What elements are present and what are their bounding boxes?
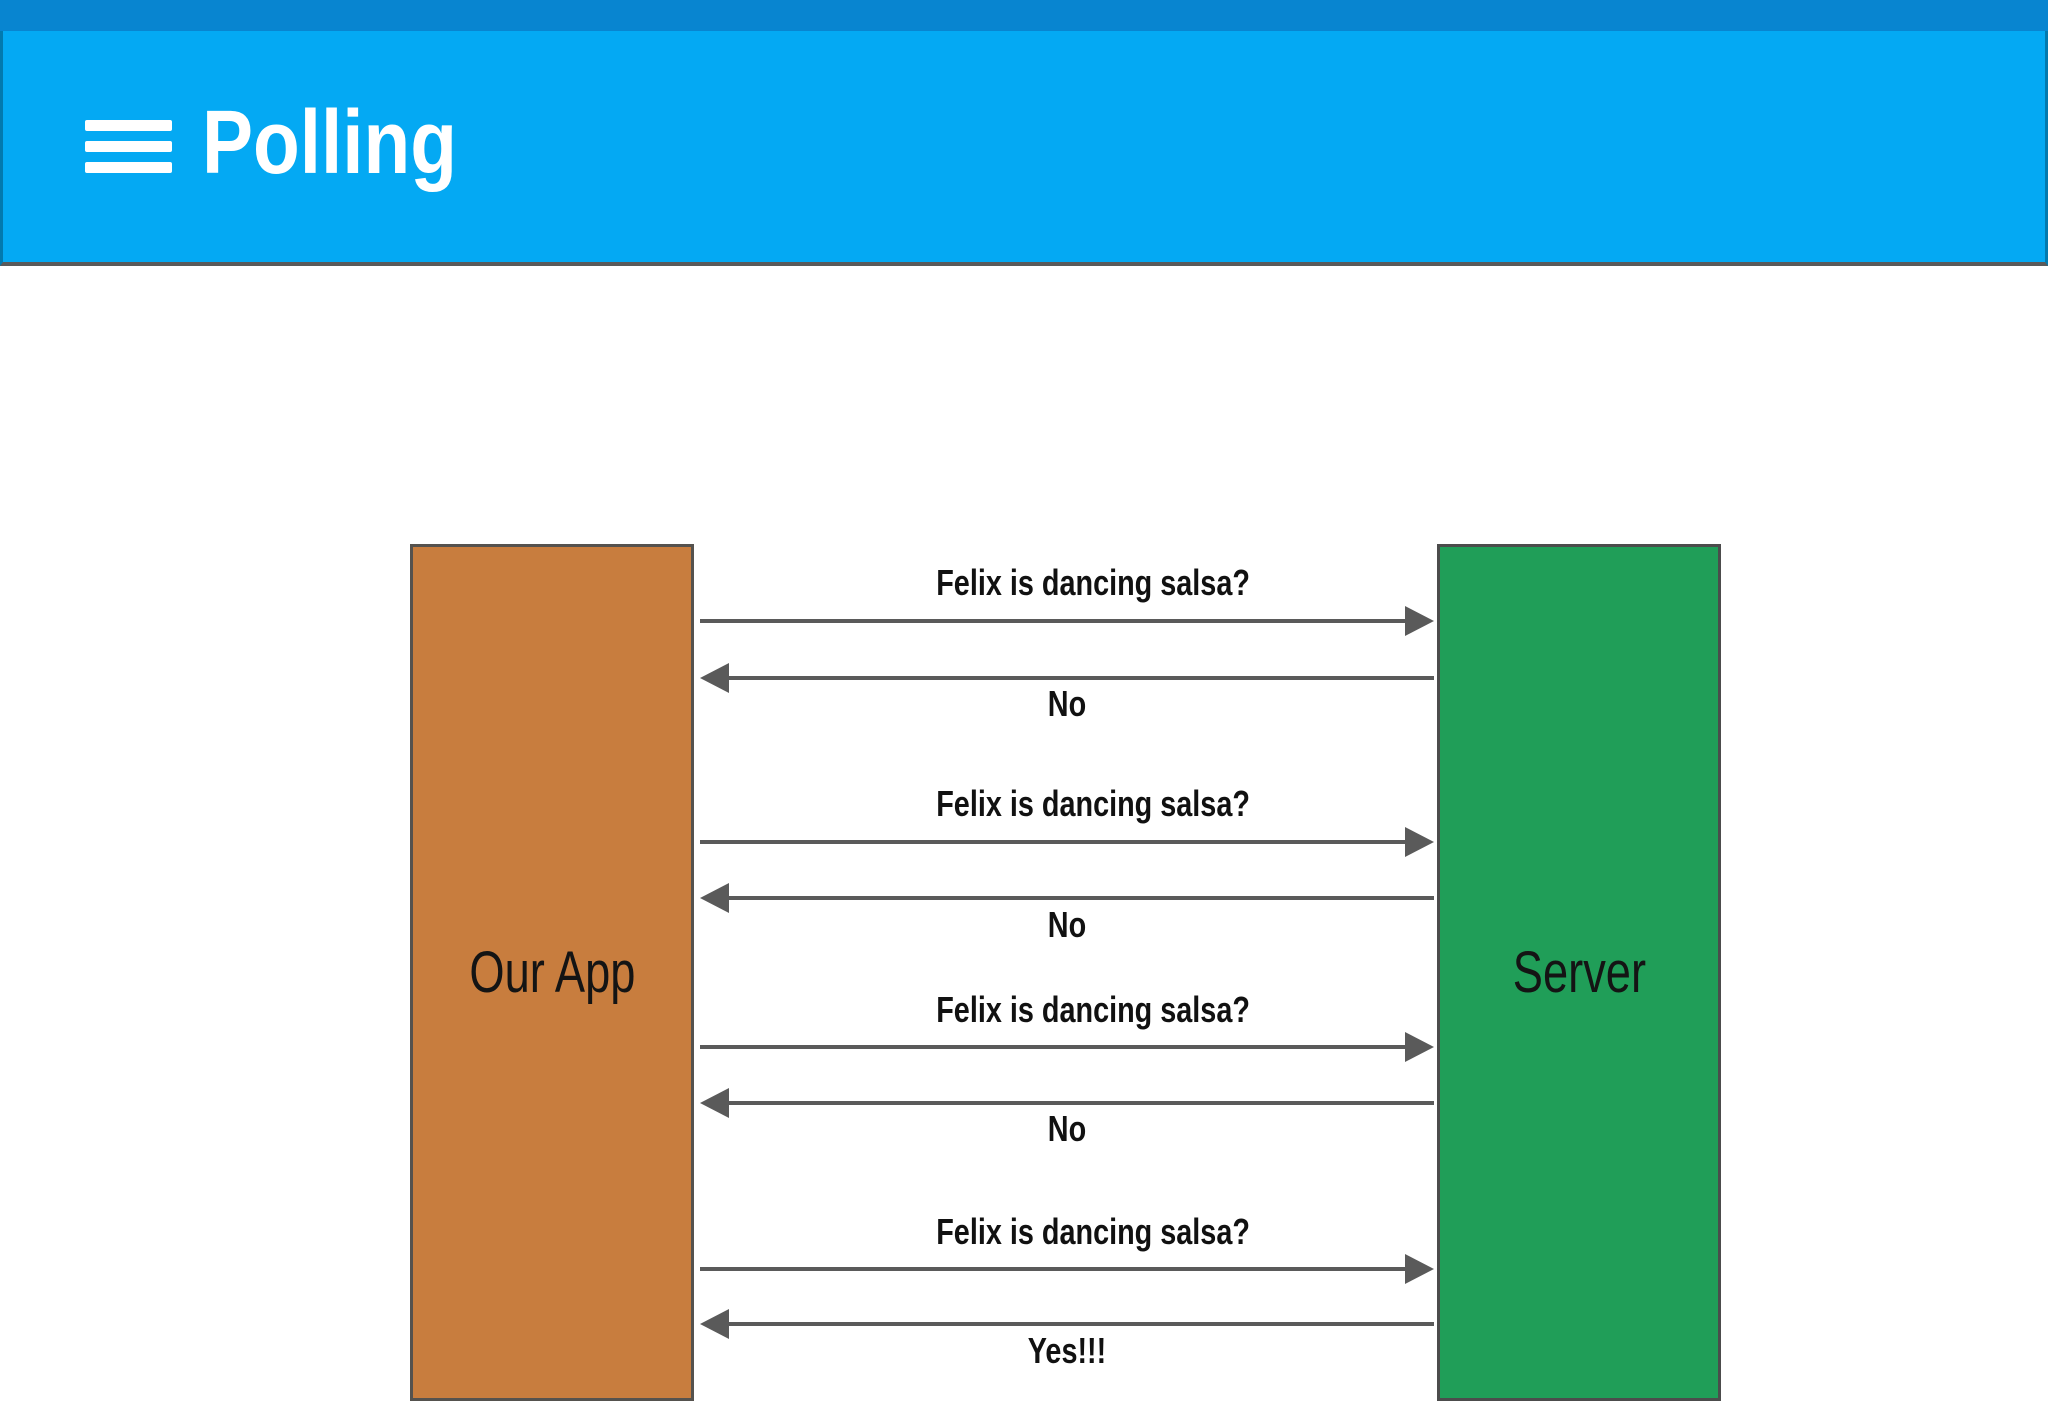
response-arrow-2 <box>700 883 1434 913</box>
arrow-head-right-icon <box>1405 827 1434 857</box>
arrow-head-right-icon <box>1405 1254 1434 1284</box>
arrow-head-left-icon <box>700 883 729 913</box>
request-arrow-2 <box>700 827 1434 857</box>
request-arrow-1 <box>700 606 1434 636</box>
response-text-4: Yes!!! <box>1027 1330 1107 1371</box>
arrow-head-right-icon <box>1405 606 1434 636</box>
arrow-shaft <box>700 1045 1408 1049</box>
response-label-1: No <box>700 682 1434 726</box>
response-label-3: No <box>700 1107 1434 1151</box>
sequence-diagram: Our App Server Felix is dancing salsa? N… <box>0 270 2048 1401</box>
arrow-head-left-icon <box>700 663 729 693</box>
hamburger-bar <box>85 141 172 152</box>
request-arrow-4 <box>700 1254 1434 1284</box>
response-text-1: No <box>1047 683 1087 724</box>
actor-our-app: Our App <box>410 544 694 1401</box>
request-text-2: Felix is dancing salsa? <box>936 783 1250 824</box>
page-title: Polling <box>202 93 457 193</box>
response-text-2: No <box>1047 904 1087 945</box>
actor-server-label: Server <box>1512 940 1646 1005</box>
request-text-3: Felix is dancing salsa? <box>936 989 1250 1030</box>
arrow-shaft <box>700 840 1408 844</box>
arrow-shaft <box>726 1101 1434 1105</box>
arrow-head-left-icon <box>700 1088 729 1118</box>
request-text-4: Felix is dancing salsa? <box>936 1211 1250 1252</box>
arrow-shaft <box>726 896 1434 900</box>
hamburger-bar <box>85 162 172 173</box>
request-arrow-3 <box>700 1032 1434 1062</box>
request-text-1: Felix is dancing salsa? <box>936 562 1250 603</box>
request-label-1: Felix is dancing salsa? <box>700 561 1460 605</box>
actor-server: Server <box>1437 544 1721 1401</box>
hamburger-menu-icon[interactable] <box>85 120 172 173</box>
app-bar: Polling <box>0 31 2048 266</box>
request-label-3: Felix is dancing salsa? <box>700 988 1460 1032</box>
response-label-4: Yes!!! <box>700 1329 1434 1373</box>
arrow-shaft <box>700 1267 1408 1271</box>
response-arrow-3 <box>700 1088 1434 1118</box>
hamburger-bar <box>85 120 172 131</box>
top-strip <box>0 0 2048 31</box>
response-label-2: No <box>700 903 1434 947</box>
response-text-3: No <box>1047 1108 1087 1149</box>
arrow-shaft <box>726 1322 1434 1326</box>
response-arrow-1 <box>700 663 1434 693</box>
arrow-shaft <box>700 619 1408 623</box>
request-label-4: Felix is dancing salsa? <box>700 1210 1460 1254</box>
actor-our-app-label: Our App <box>469 940 635 1005</box>
request-label-2: Felix is dancing salsa? <box>700 782 1460 826</box>
arrow-shaft <box>726 676 1434 680</box>
arrow-head-right-icon <box>1405 1032 1434 1062</box>
